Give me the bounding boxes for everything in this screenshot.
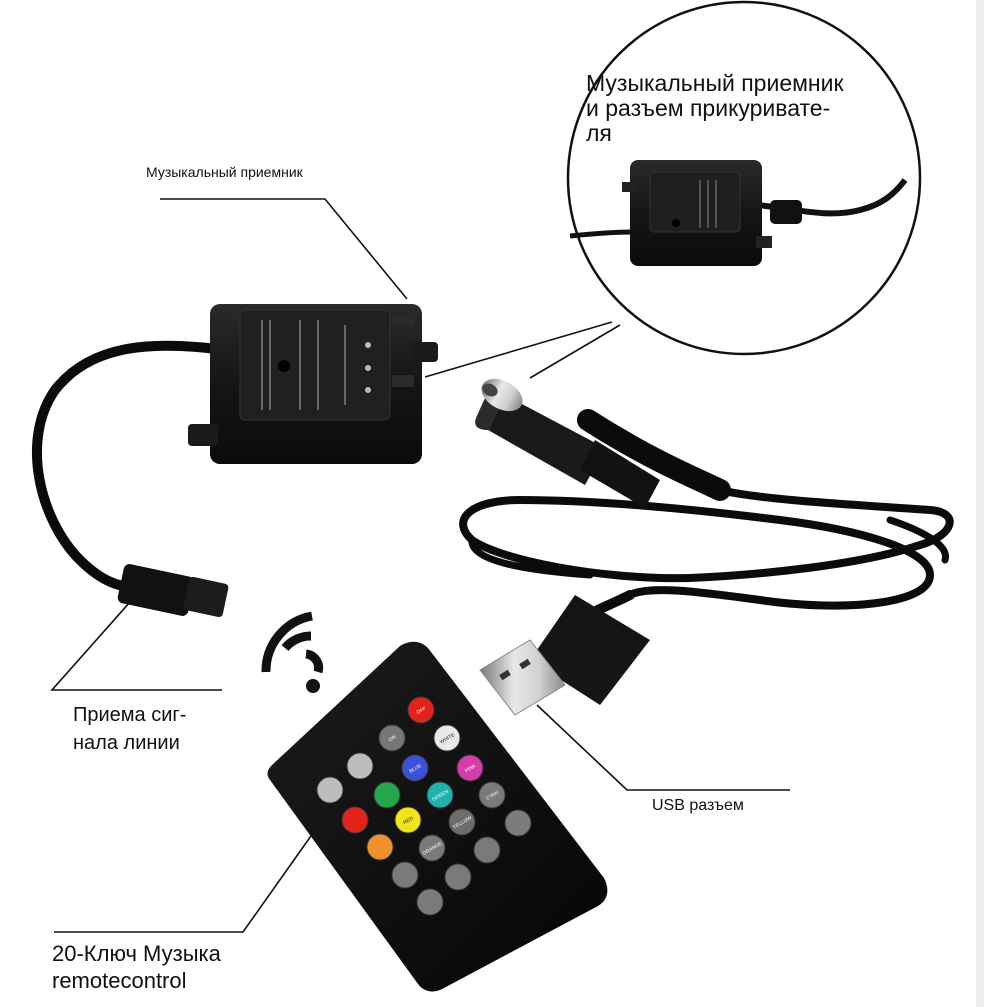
page-edge	[976, 0, 984, 1007]
remote-button	[473, 836, 501, 864]
remote-button	[391, 861, 419, 889]
remote-button: RED	[394, 806, 422, 834]
remote-button-label: PINK	[464, 763, 478, 774]
remote-button-label: ON	[388, 734, 398, 743]
label-circle-caption: Музыкальный приемник и разъем прикуриват…	[586, 70, 844, 146]
remote-button: CYAN	[478, 781, 506, 809]
inset-circle	[566, 0, 922, 356]
leader-line-signal	[50, 601, 222, 691]
barrel-plug	[475, 378, 660, 508]
remote-button: ON	[378, 724, 406, 752]
label-remote: 20-Ключ Музыка remotecontrol	[52, 941, 221, 993]
remote-button	[366, 833, 394, 861]
remote-button: YELLOW	[448, 808, 476, 836]
remote-button-label: RED	[402, 815, 414, 826]
remote-button	[504, 809, 532, 837]
wifi-signal-icon	[261, 611, 324, 693]
remote-button: PINK	[456, 754, 484, 782]
label-line-signal: Приема сиг- нала линии	[73, 704, 187, 754]
remote-button: ORANGE	[418, 834, 446, 862]
leader-remote	[54, 825, 319, 933]
remote-button: BLUE	[401, 754, 429, 782]
remote-button	[346, 752, 374, 780]
leader-lines	[50, 198, 790, 933]
leader-usb	[536, 704, 790, 791]
label-music-receiver: Музыкальный приемник	[146, 164, 303, 180]
remote-button	[373, 781, 401, 809]
remote-button	[316, 776, 344, 804]
leader-circle-2	[529, 324, 621, 379]
inset-device	[569, 160, 908, 266]
remote-button-label: OFF	[416, 706, 428, 716]
remote-button: WHITE	[433, 724, 461, 752]
remote-button	[444, 863, 472, 891]
remote-button	[416, 888, 444, 916]
usb-cable	[459, 409, 954, 625]
leader-music-receiver	[160, 198, 408, 300]
remote-button: OFF	[407, 696, 435, 724]
usb-plug	[479, 595, 650, 716]
leader-circle	[424, 321, 613, 378]
remote-button	[341, 806, 369, 834]
remote-button: GREEN	[426, 781, 454, 809]
receiver-box	[32, 304, 438, 618]
label-usb: USB разъем	[652, 797, 744, 814]
